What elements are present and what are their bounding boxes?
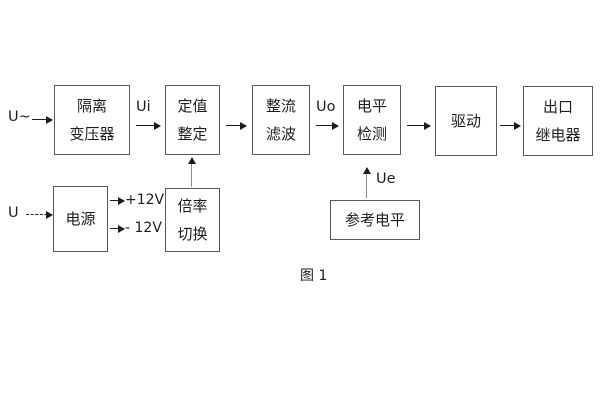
arrow-drive-to-output-relay <box>500 125 520 127</box>
signal-label-ue: Ue <box>376 171 396 187</box>
block-output-relay-line2: 继电器 <box>535 125 581 144</box>
input-label-u-ac: U~ <box>8 109 31 125</box>
block-setting-value-line1: 定值 <box>177 96 208 115</box>
block-power-supply-line1: 电源 <box>65 209 96 228</box>
block-rectify-filter-line1: 整流 <box>265 96 296 115</box>
block-power-supply: 电源 <box>53 186 108 252</box>
block-output-relay-line1: 出口 <box>542 97 573 116</box>
block-reference-level: 参考电平 <box>330 200 420 240</box>
block-ratio-switch-line2: 切换 <box>177 224 208 243</box>
block-ratio-switch: 倍率 切换 <box>165 188 220 252</box>
signal-label-ui: Ui <box>136 99 151 115</box>
block-ratio-switch-line1: 倍率 <box>177 196 208 215</box>
block-level-detect-line1: 电平 <box>356 96 387 115</box>
arrow-rail-negative <box>110 228 124 230</box>
arrow-isolation-to-setting <box>136 125 160 127</box>
block-isolation-transformer-line1: 隔离 <box>76 96 107 115</box>
block-reference-level-line1: 参考电平 <box>344 210 405 229</box>
arrow-input-to-isolation <box>32 119 52 121</box>
arrow-reference-to-level-detect <box>366 168 368 198</box>
rail-label-positive: +12V <box>125 192 165 208</box>
arrow-setting-to-rectify <box>226 125 246 127</box>
block-setting-value: 定值 整定 <box>165 85 220 155</box>
arrow-rail-positive <box>110 200 124 202</box>
arrow-ratio-switch-to-setting <box>191 158 193 187</box>
block-isolation-transformer: 隔离 变压器 <box>54 85 130 155</box>
input-label-u-dc: U <box>8 205 19 221</box>
block-rectify-filter-line2: 滤波 <box>265 124 296 143</box>
arrow-input-to-power-supply <box>26 214 52 215</box>
figure-caption: 图 1 <box>300 268 328 284</box>
block-setting-value-line2: 整定 <box>177 124 208 143</box>
block-level-detect-line2: 检测 <box>356 124 387 143</box>
block-isolation-transformer-line2: 变压器 <box>69 124 115 143</box>
block-rectify-filter: 整流 滤波 <box>252 85 310 155</box>
rail-label-negative: - 12V <box>125 220 162 236</box>
block-level-detect: 电平 检测 <box>343 85 401 155</box>
arrow-level-detect-to-drive <box>407 125 430 127</box>
block-drive: 驱动 <box>435 86 497 156</box>
block-drive-line1: 驱动 <box>450 111 481 130</box>
arrow-rectify-to-level-detect <box>316 125 338 127</box>
signal-label-uo: Uo <box>316 99 336 115</box>
block-output-relay: 出口 继电器 <box>523 86 593 156</box>
